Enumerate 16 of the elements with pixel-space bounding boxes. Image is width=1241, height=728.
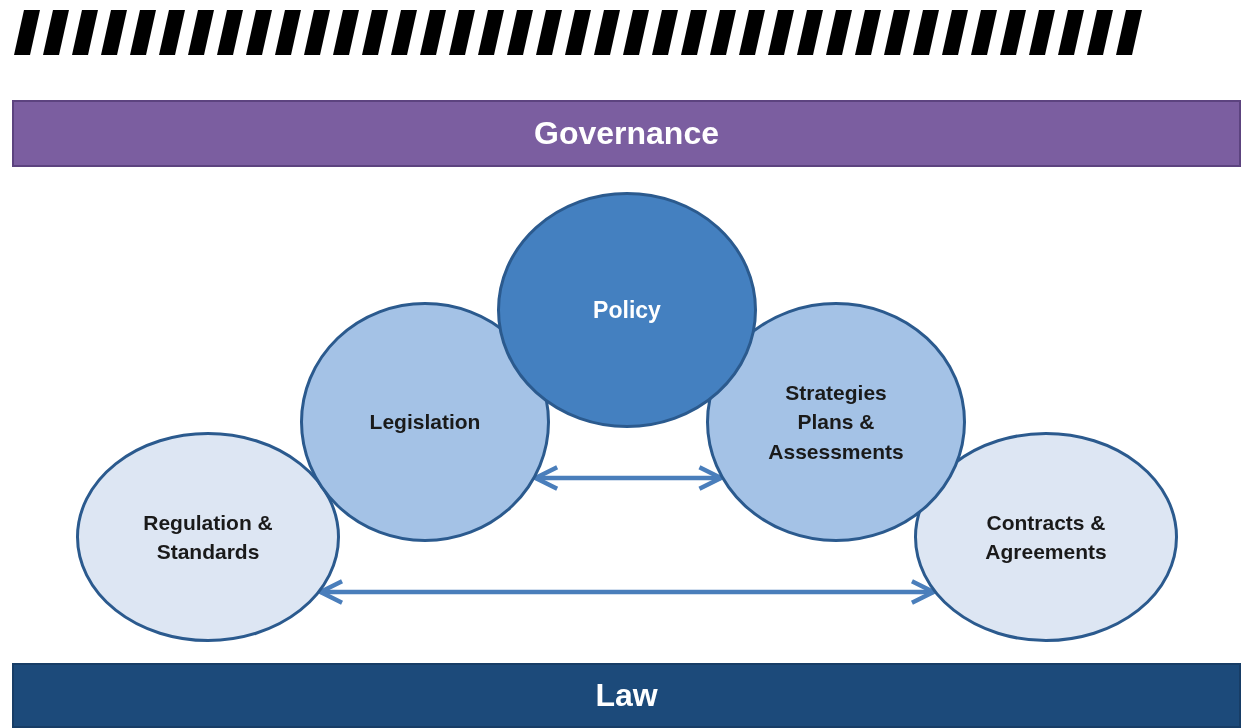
circle-node xyxy=(76,432,340,642)
double-arrow xyxy=(318,579,936,605)
node-label: Policy xyxy=(593,295,661,325)
node-label: Strategies Plans & Assessments xyxy=(767,379,905,465)
footer-band xyxy=(12,663,1241,728)
band-title: Law xyxy=(595,676,658,716)
circle-node xyxy=(706,302,966,542)
circle-node xyxy=(497,192,757,428)
header-band xyxy=(12,100,1241,167)
double-arrow xyxy=(533,465,724,491)
node-label: Contracts & Agreements xyxy=(984,509,1108,565)
node-label: Regulation & Standards xyxy=(142,509,274,565)
band-title: Governance xyxy=(534,114,719,154)
circle-node xyxy=(300,302,550,542)
circle-node xyxy=(914,432,1178,642)
node-label: Legislation xyxy=(369,409,481,436)
